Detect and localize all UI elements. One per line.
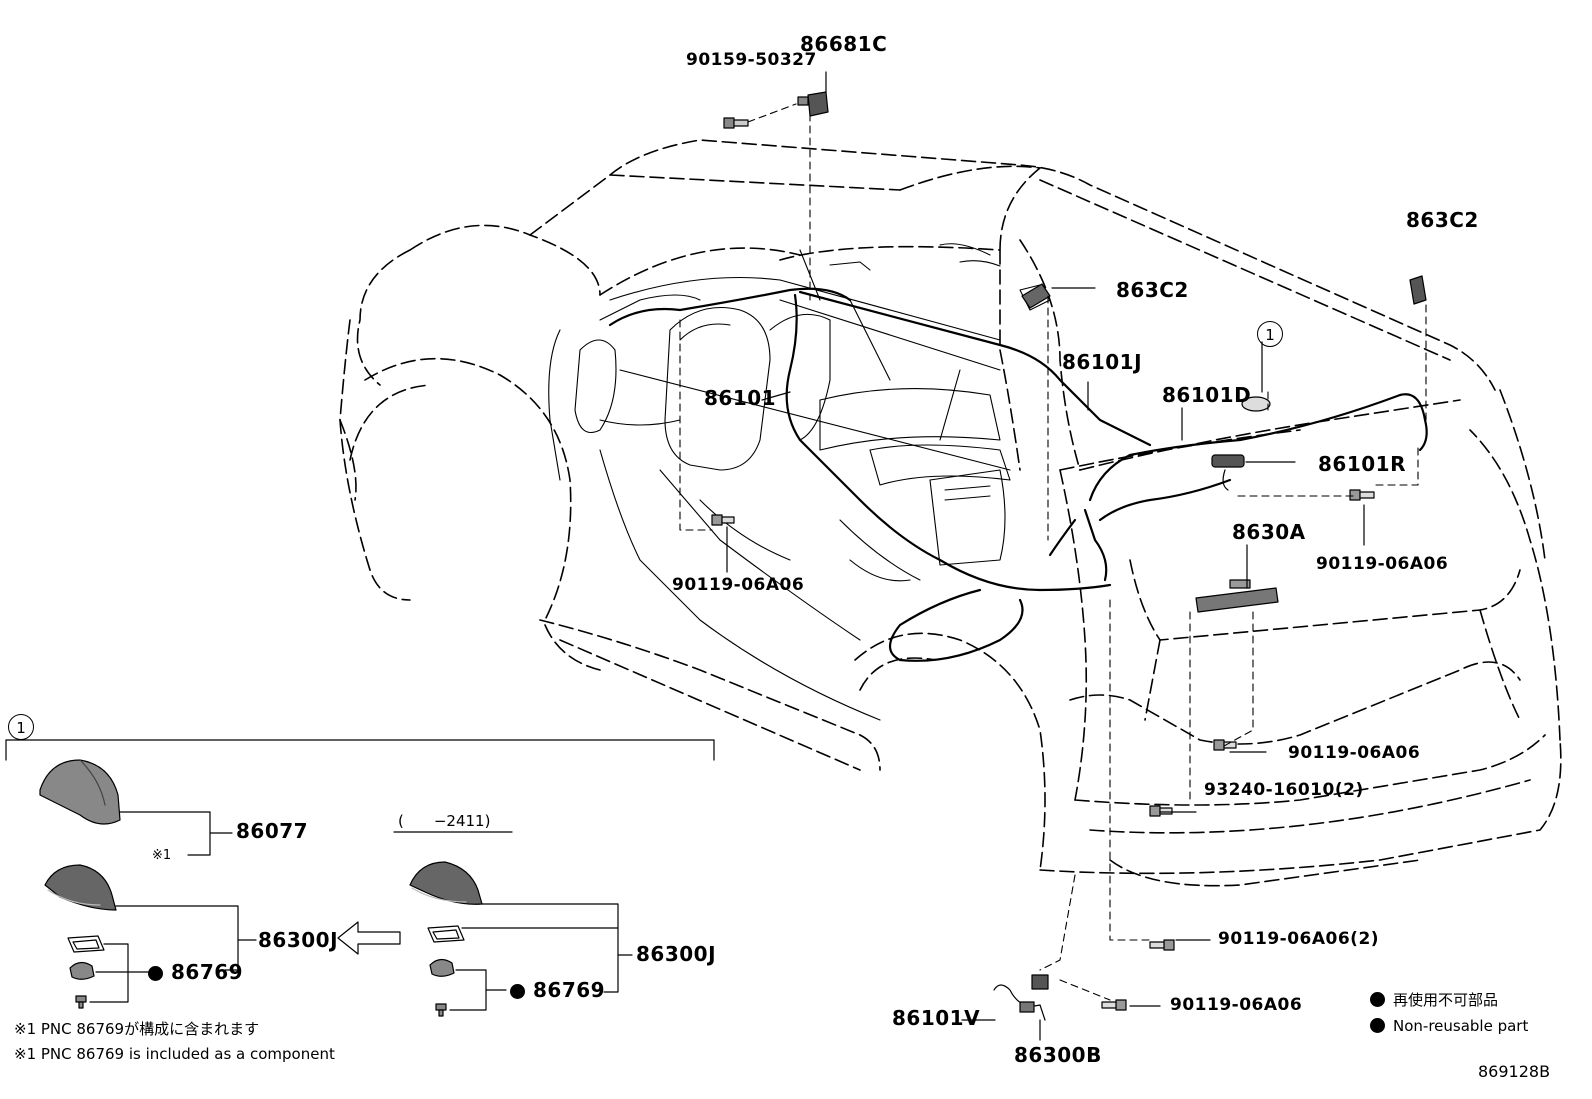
label-86769-right[interactable]: 86769 <box>510 980 605 1000</box>
label-86769-left[interactable]: 86769 <box>148 962 243 982</box>
legend-en-text: Non-reusable part <box>1393 1017 1529 1035</box>
label-90119-06A06-2[interactable]: 90119-06A06(2) <box>1218 929 1380 949</box>
label-86300B[interactable]: 86300B <box>1014 1043 1102 1067</box>
legend-jp-text: 再使用不可部品 <box>1393 991 1499 1009</box>
label-86300J-right[interactable]: 86300J <box>636 942 717 966</box>
label-93240-16010[interactable]: 93240-16010(2) <box>1204 780 1364 800</box>
label-86769-left-text: 86769 <box>171 960 244 984</box>
label-8630A[interactable]: 8630A <box>1232 520 1306 544</box>
legend-en: Non-reusable part <box>1370 1018 1528 1034</box>
label-86681C[interactable]: 86681C <box>800 32 888 56</box>
label-90119-06A06-rear[interactable]: 90119-06A06 <box>1288 743 1421 763</box>
label-90159-50327[interactable]: 90159-50327 <box>686 50 817 70</box>
label-86101R[interactable]: 86101R <box>1318 452 1406 476</box>
label-86101J[interactable]: 86101J <box>1062 350 1143 374</box>
label-90119-06A06-bottom[interactable]: 90119-06A06 <box>1170 995 1303 1015</box>
non-reusable-dot-icon <box>148 966 163 981</box>
non-reusable-dot-icon <box>510 984 525 999</box>
label-863C2-roof[interactable]: 863C2 <box>1116 278 1189 302</box>
note-jp: ※1 PNC 86769が構成に含まれます <box>14 1020 260 1038</box>
callout-circle-main[interactable]: 1 <box>1257 321 1283 347</box>
wire-harness <box>608 287 1428 662</box>
parts <box>711 91 1427 1021</box>
non-reusable-dot-icon <box>1370 1018 1385 1033</box>
label-86300J-left[interactable]: 86300J <box>258 928 339 952</box>
label-86077[interactable]: 86077 <box>236 819 309 843</box>
note-en: ※1 PNC 86769 is included as a component <box>14 1045 335 1063</box>
label-86101D[interactable]: 86101D <box>1162 383 1252 407</box>
interior-outline <box>548 243 1051 721</box>
solid-leaders <box>726 71 1365 1041</box>
label-ref1: ※1 <box>152 848 172 863</box>
label-863C2-right[interactable]: 863C2 <box>1406 208 1479 232</box>
inset-panel <box>5 739 715 1017</box>
label-86769-right-text: 86769 <box>533 978 606 1002</box>
legend-jp: 再使用不可部品 <box>1370 992 1498 1008</box>
label-range: ( −2411) <box>398 812 491 830</box>
label-90119-06A06-floor[interactable]: 90119-06A06 <box>672 575 805 595</box>
non-reusable-dot-icon <box>1370 992 1385 1007</box>
label-86101V[interactable]: 86101V <box>892 1006 981 1030</box>
callout-circle-inset: 1 <box>8 714 34 740</box>
label-90119-06A06-door[interactable]: 90119-06A06 <box>1316 554 1449 574</box>
leader-lines <box>679 103 1427 1001</box>
body-outline <box>339 139 1562 887</box>
label-86101[interactable]: 86101 <box>704 386 777 410</box>
diagram-code: 869128B <box>1478 1062 1551 1081</box>
